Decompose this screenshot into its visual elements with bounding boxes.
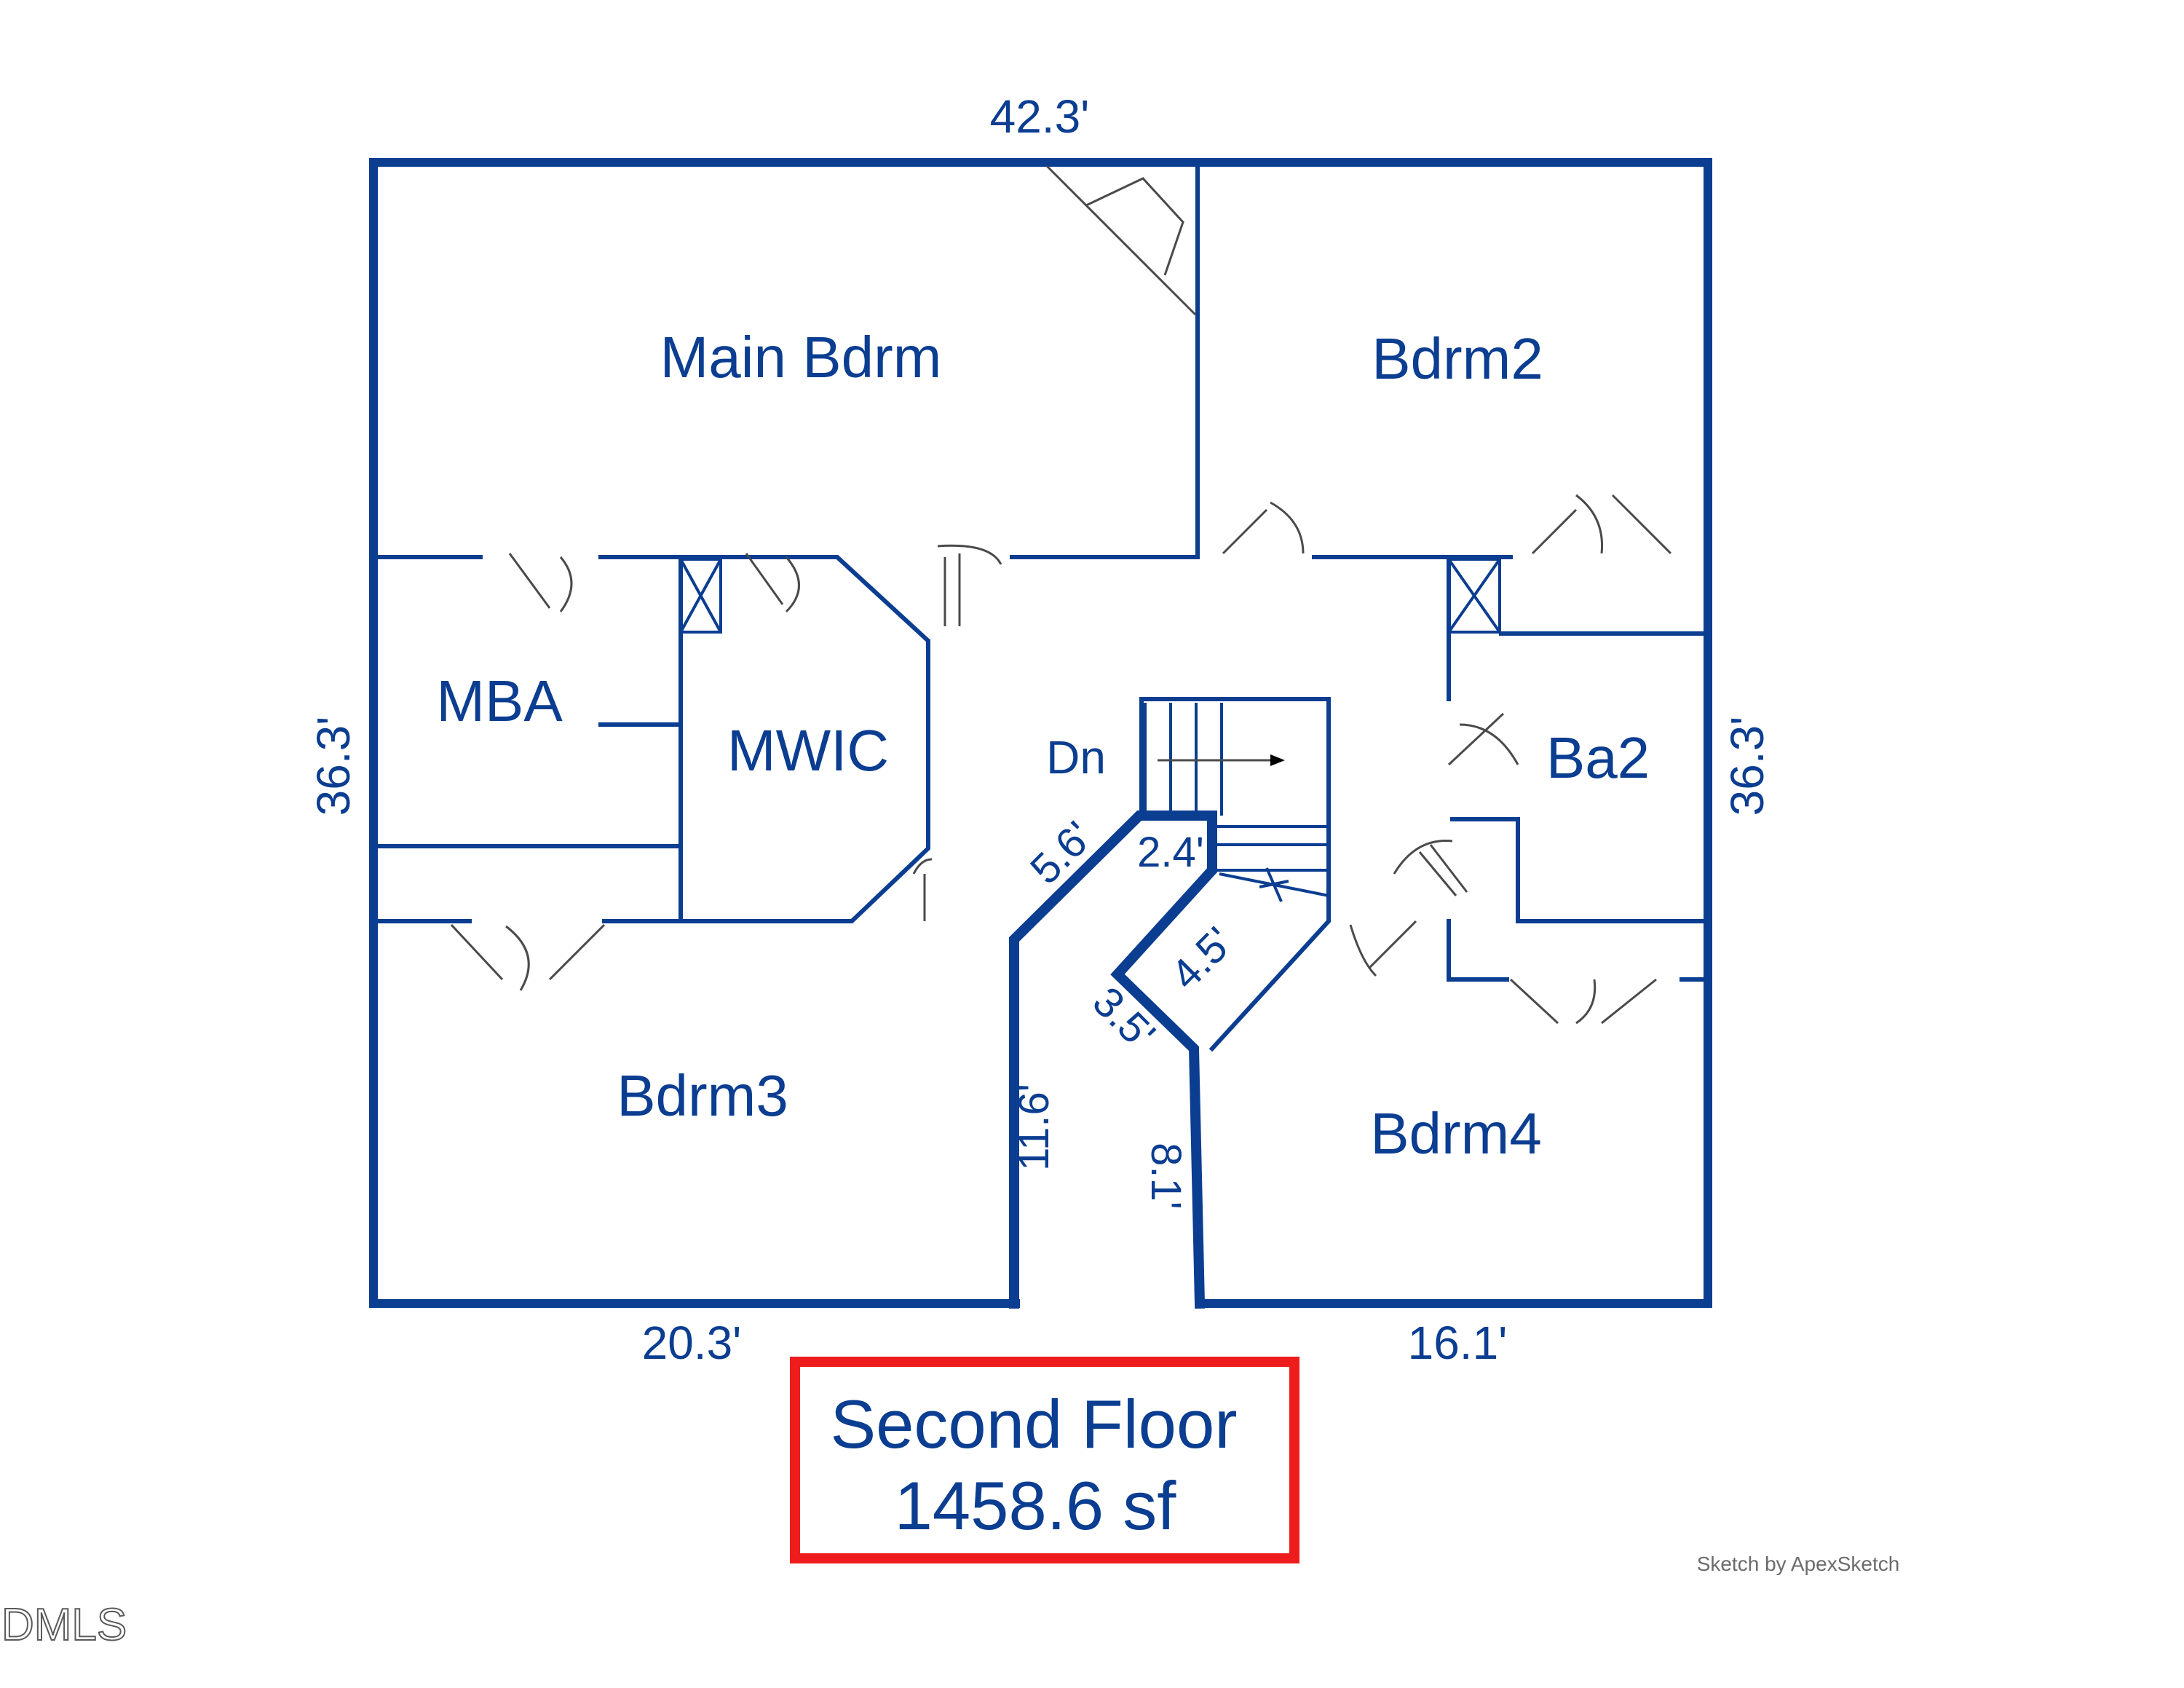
room-label-mba: MBA — [436, 669, 563, 733]
corner-fireplace — [1045, 165, 1197, 316]
staircase — [1144, 703, 1329, 902]
dim-hall-right: 8.1' — [1142, 1143, 1190, 1210]
sketch-credit: Sketch by ApexSketch — [1697, 1553, 1900, 1575]
room-label-bdrm3: Bdrm3 — [617, 1063, 788, 1128]
dim-top: 42.3' — [990, 90, 1090, 143]
stair-label-dn: Dn — [1046, 731, 1106, 784]
chase-boxes — [679, 558, 1501, 634]
dim-stair-c: 4.5' — [1162, 918, 1243, 999]
title-box — [790, 1357, 1299, 1563]
room-label-main-bdrm: Main Bdrm — [660, 325, 942, 390]
dim-bottom-left: 20.3' — [642, 1317, 742, 1369]
dmls-watermark: DMLS — [1, 1600, 127, 1650]
title-square-footage: 1458.6 sf — [895, 1467, 1177, 1544]
room-label-bdrm2: Bdrm2 — [1372, 326, 1543, 391]
dim-left: 36.3' — [307, 717, 360, 816]
outer-walls — [369, 158, 1712, 1308]
room-label-ba2: Ba2 — [1546, 725, 1650, 790]
dim-stair-d: 3.5' — [1083, 978, 1164, 1059]
dim-hall-left: 11.6' — [1010, 1084, 1058, 1171]
room-label-mwic: MWIC — [727, 718, 889, 783]
dim-right: 36.3' — [1721, 717, 1773, 816]
dim-bottom-right: 16.1' — [1408, 1317, 1508, 1369]
dim-stair-b: 2.4' — [1137, 829, 1204, 876]
room-label-bdrm4: Bdrm4 — [1370, 1101, 1542, 1166]
doors — [450, 494, 1672, 1025]
stair-core-walls — [1009, 811, 1217, 1309]
dim-stair-a: 5.6' — [1021, 813, 1102, 894]
title-floor-name: Second Floor — [830, 1386, 1237, 1462]
